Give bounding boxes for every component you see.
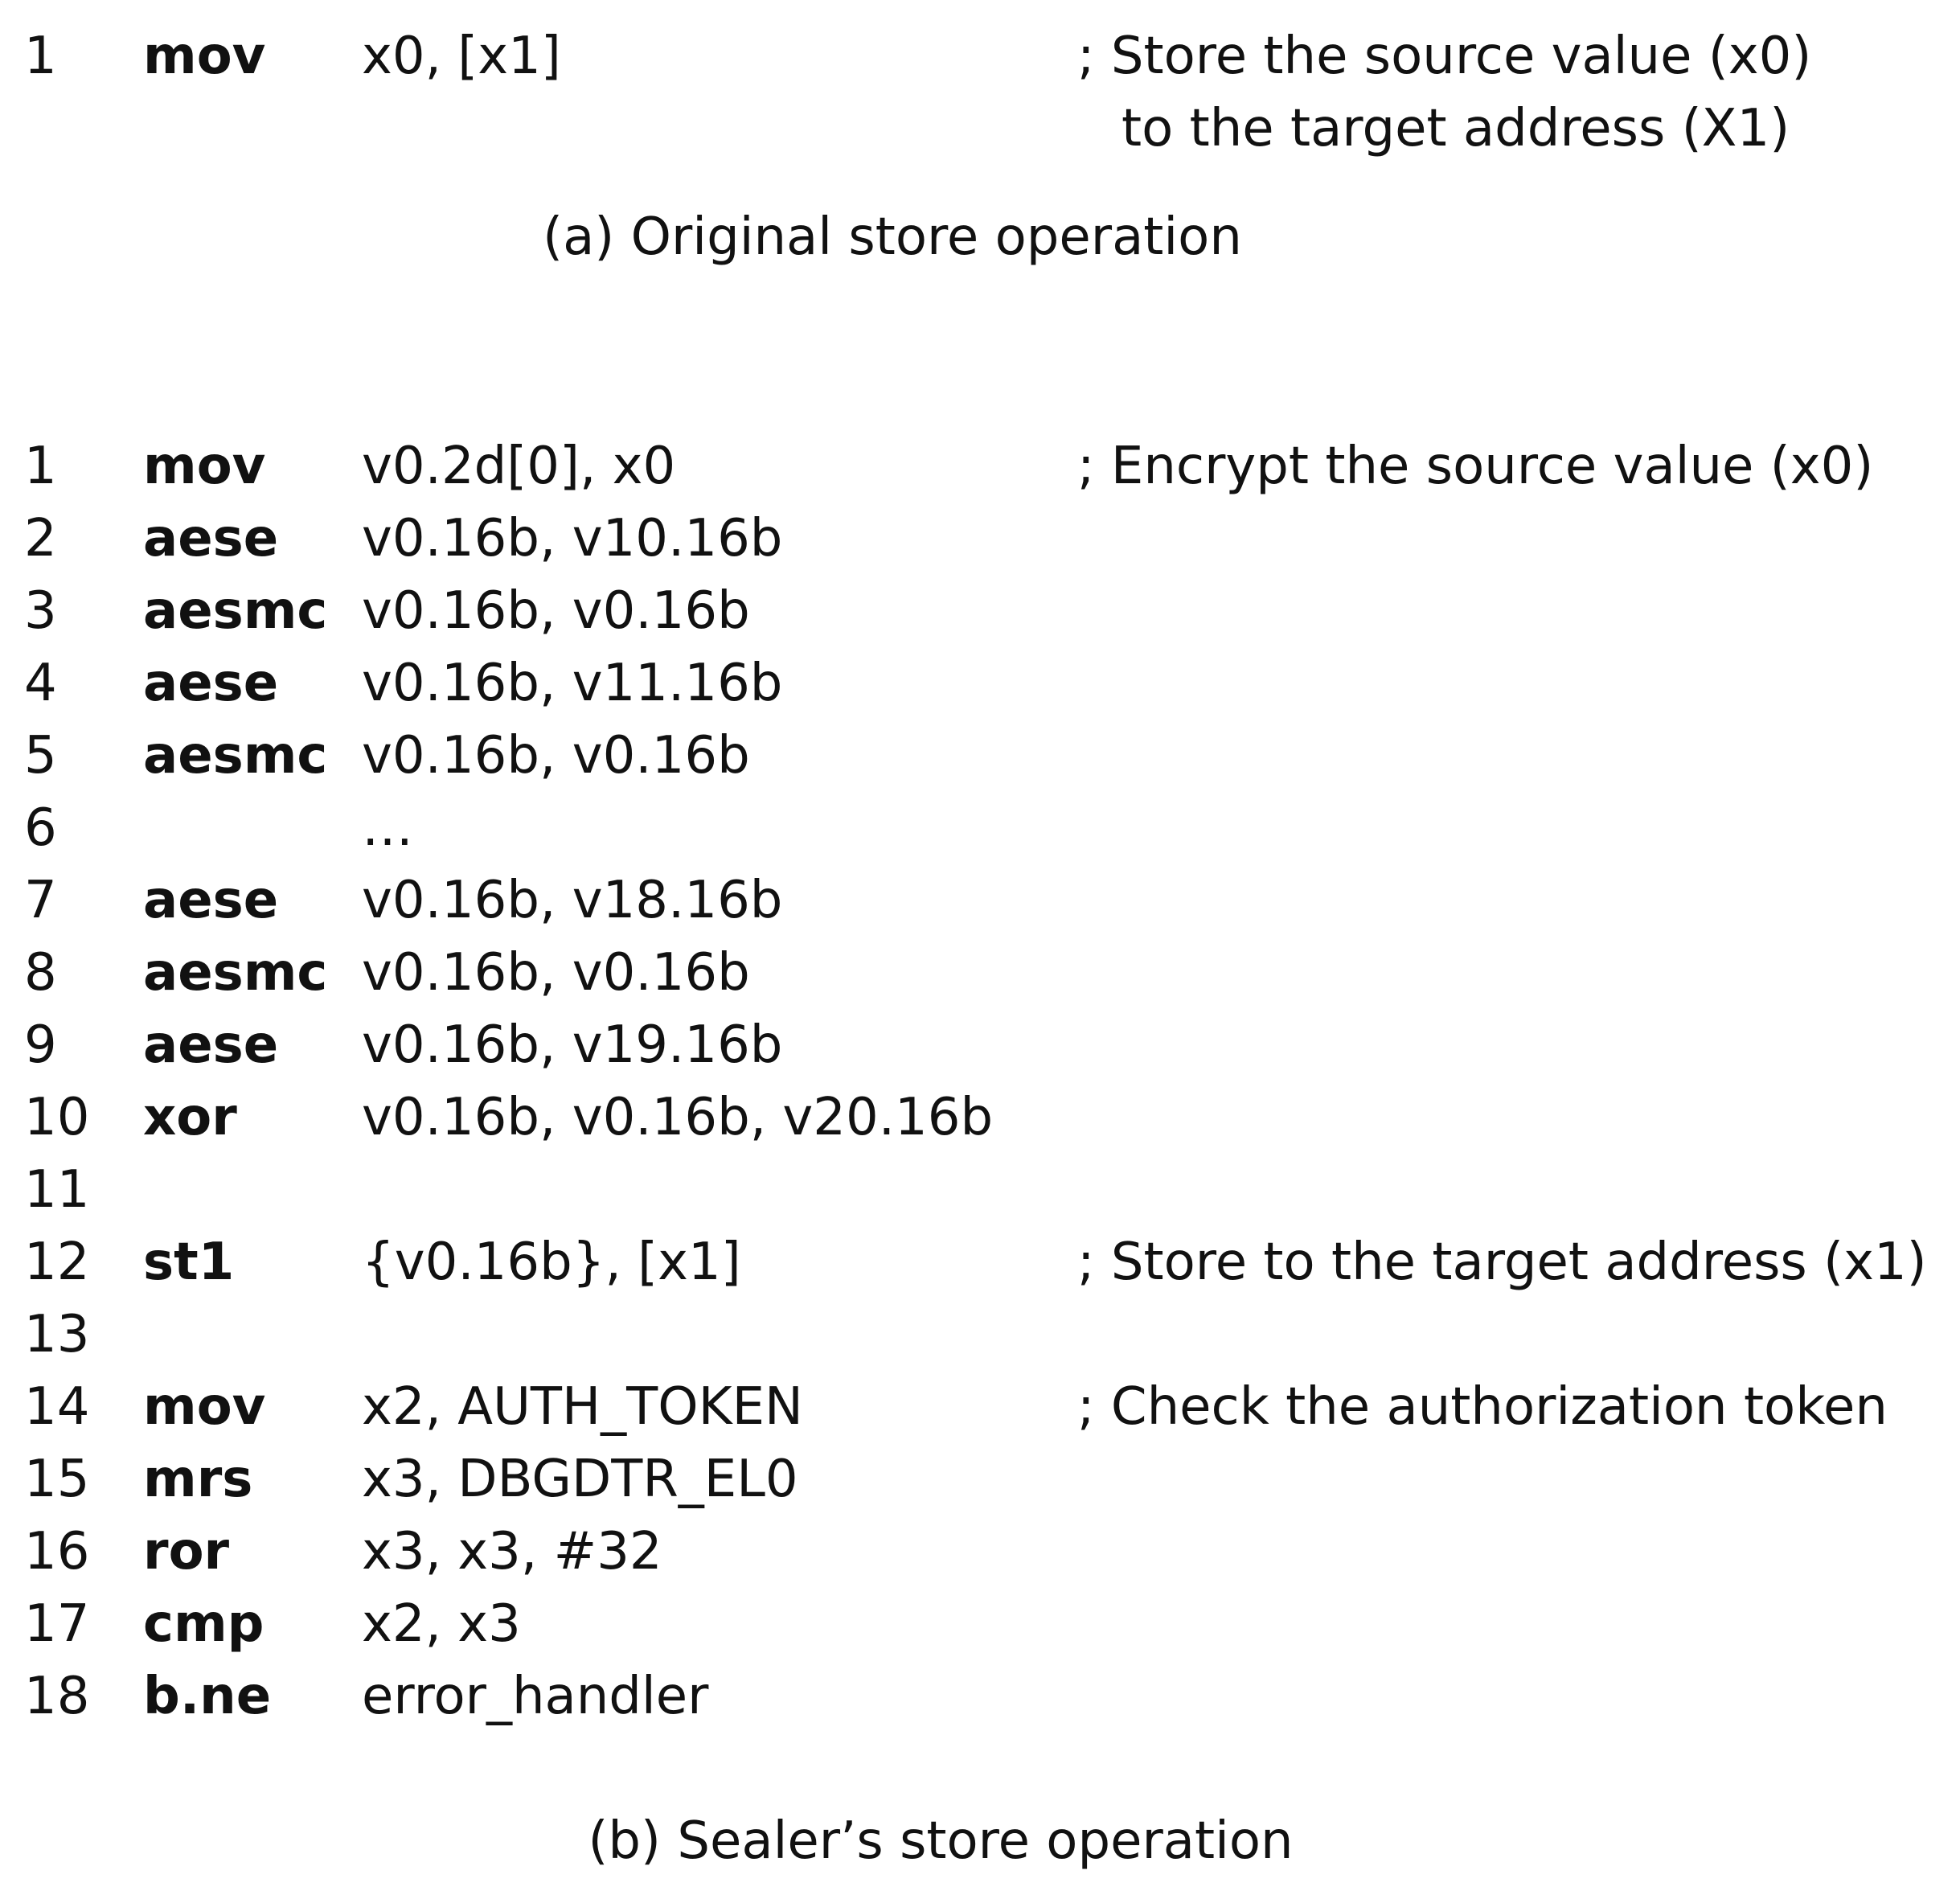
code-line: 16 ror x3, x3, #32 xyxy=(24,1516,1960,1588)
code-line: 15 mrs x3, DBGDTR_EL0 xyxy=(24,1443,1960,1516)
code-line: 1 mov x0, [x1] ; Store the source value … xyxy=(24,20,1960,92)
line-number: 1 xyxy=(24,27,57,86)
line-number: 9 xyxy=(24,1015,57,1075)
line-number: 17 xyxy=(24,1594,90,1654)
code-line: 14 mov x2, AUTH_TOKEN ; Check the author… xyxy=(24,1371,1960,1443)
line-number: 8 xyxy=(24,943,57,1003)
line-number: 18 xyxy=(24,1667,90,1726)
operands: x3, DBGDTR_EL0 xyxy=(362,1450,798,1509)
caption-original: (a) Original store operation xyxy=(543,207,1242,267)
code-line: 3 aesmc v0.16b, v0.16b xyxy=(24,575,1960,647)
line-number: 2 xyxy=(24,509,57,568)
code-line: 17 cmp x2, x3 xyxy=(24,1588,1960,1660)
code-line-continuation: to the target address (X1) xyxy=(24,92,1960,165)
opcode: b.ne xyxy=(143,1667,272,1726)
comment: ; Check the authorization token xyxy=(1077,1377,1888,1437)
opcode: xor xyxy=(143,1088,237,1147)
operands: v0.16b, v0.16b, v20.16b xyxy=(362,1088,994,1147)
opcode: aesmc xyxy=(143,943,328,1003)
comment: ; Store to the target address (x1) xyxy=(1077,1233,1927,1292)
operands: v0.2d[0], x0 xyxy=(362,437,676,496)
code-line: 10 xor v0.16b, v0.16b, v20.16b xyxy=(24,1081,1960,1154)
operands: x2, x3 xyxy=(362,1594,521,1654)
code-line: 11 xyxy=(24,1154,1960,1226)
comment-continuation: to the target address (X1) xyxy=(1121,99,1790,158)
opcode: aesmc xyxy=(143,726,328,785)
line-number: 13 xyxy=(24,1305,90,1364)
operands: v0.16b, v18.16b xyxy=(362,871,783,930)
comment: ; Store the source value (x0) xyxy=(1077,27,1812,86)
opcode: mrs xyxy=(143,1450,253,1509)
operands: x0, [x1] xyxy=(362,27,561,86)
opcode: mov xyxy=(143,437,266,496)
opcode: aese xyxy=(143,509,279,568)
line-number: 3 xyxy=(24,581,57,641)
opcode: aesmc xyxy=(143,581,328,641)
code-line: 2 aese v0.16b, v10.16b xyxy=(24,502,1960,575)
line-number: 16 xyxy=(24,1522,90,1581)
line-number: 14 xyxy=(24,1377,90,1437)
operands: v0.16b, v10.16b xyxy=(362,509,783,568)
operands: x3, x3, #32 xyxy=(362,1522,662,1581)
line-number: 12 xyxy=(24,1233,90,1292)
opcode: mov xyxy=(143,27,266,86)
code-line: 7 aese v0.16b, v18.16b xyxy=(24,864,1960,937)
operands: v0.16b, v0.16b xyxy=(362,581,750,641)
operands: … xyxy=(362,798,413,858)
code-line: 12 st1 {v0.16b}, [x1] ; Store to the tar… xyxy=(24,1226,1960,1298)
operands: error_handler xyxy=(362,1667,709,1726)
operands: v0.16b, v19.16b xyxy=(362,1015,783,1075)
opcode: aese xyxy=(143,1015,279,1075)
code-line: 8 aesmc v0.16b, v0.16b xyxy=(24,937,1960,1009)
opcode: aese xyxy=(143,654,279,713)
operands: x2, AUTH_TOKEN xyxy=(362,1377,803,1437)
original-store-listing: 1 mov x0, [x1] ; Store the source value … xyxy=(24,20,1960,165)
line-number: 4 xyxy=(24,654,57,713)
line-number: 5 xyxy=(24,726,57,785)
code-line: 6 … xyxy=(24,792,1960,864)
operands: v0.16b, v0.16b xyxy=(362,943,750,1003)
opcode: aese xyxy=(143,871,279,930)
operands: v0.16b, v11.16b xyxy=(362,654,783,713)
code-line: 5 aesmc v0.16b, v0.16b xyxy=(24,720,1960,792)
opcode: cmp xyxy=(143,1594,264,1654)
caption-sealer: (b) Sealer’s store operation xyxy=(588,1811,1294,1871)
code-line: 18 b.ne error_handler xyxy=(24,1660,1960,1733)
operands: v0.16b, v0.16b xyxy=(362,726,750,785)
line-number: 1 xyxy=(24,437,57,496)
code-line: 9 aese v0.16b, v19.16b xyxy=(24,1009,1960,1081)
opcode: ror xyxy=(143,1522,230,1581)
code-line: 13 xyxy=(24,1298,1960,1371)
line-number: 11 xyxy=(24,1160,90,1220)
line-number: 6 xyxy=(24,798,57,858)
line-number: 15 xyxy=(24,1450,90,1509)
line-number: 7 xyxy=(24,871,57,930)
opcode: mov xyxy=(143,1377,266,1437)
opcode: st1 xyxy=(143,1233,235,1292)
sealer-store-listing: 1 mov v0.2d[0], x0 ; Encrypt the source … xyxy=(24,430,1960,1733)
code-line: 1 mov v0.2d[0], x0 ; Encrypt the source … xyxy=(24,430,1960,502)
line-number: 10 xyxy=(24,1088,90,1147)
comment: ; Encrypt the source value (x0) xyxy=(1077,437,1874,496)
code-line: 4 aese v0.16b, v11.16b xyxy=(24,647,1960,720)
operands: {v0.16b}, [x1] xyxy=(362,1233,741,1292)
